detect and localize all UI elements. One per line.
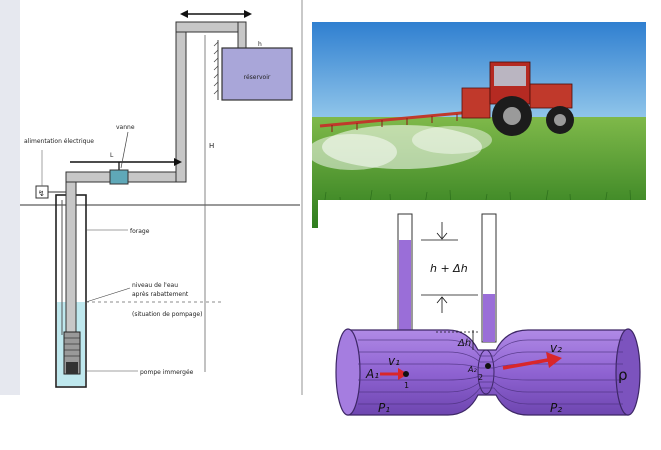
venturi-diagram-panel: 1 2 v₁ v₂ A₁ A₂ P₁ P₂ ρ h + Δh Δh (318, 200, 661, 432)
sprayer-boom (319, 110, 473, 128)
valve (109, 169, 129, 185)
cab-window (494, 66, 526, 86)
inlet-end (335, 328, 361, 416)
point-1-label: 1 (404, 381, 409, 390)
venturi-diagram: 1 2 v₁ v₂ A₁ A₂ P₁ P₂ ρ h + Δh Δh (318, 200, 661, 432)
power-symbol-icon: ↯ (38, 189, 45, 198)
flow-arrow-2 (502, 358, 549, 370)
p2-label: P₂ (550, 401, 562, 415)
vertical-pipe (175, 21, 187, 183)
pumping-state-label: (situation de pompage) (132, 311, 202, 318)
wall-hatching (213, 41, 219, 95)
piezometer-fluid-1 (399, 240, 411, 332)
length-label: L (110, 152, 114, 159)
a2-label: A₂ (467, 365, 477, 374)
reservoir-label: réservoir (244, 74, 271, 81)
left-margin-stripe (0, 0, 20, 395)
delta-h-label: Δh (457, 338, 471, 349)
point-1-marker (403, 371, 409, 377)
water-level-line2: après rabattement (132, 291, 189, 298)
tractor-sprayer-illustration (312, 22, 646, 228)
borehole-label: forage (130, 228, 150, 235)
point-2-label: 2 (478, 373, 483, 382)
small-h-label: h (258, 41, 262, 48)
outlet-end (615, 328, 641, 416)
v2-label: v₂ (550, 341, 562, 355)
v1-label: v₁ (388, 354, 400, 368)
water-level-line1: niveau de l'eau (132, 282, 178, 289)
pump-diagram-panel: réservoir h H L vanne alimentation élect… (0, 0, 305, 395)
pump-label: pompe immergée (140, 369, 194, 376)
reservoir (221, 47, 293, 101)
h-plus-delta-h-label: h + Δh (430, 262, 468, 275)
sprayer-tank (461, 87, 491, 119)
valve-label: vanne (116, 124, 135, 131)
density-label: ρ (618, 366, 628, 384)
top-pipe (175, 21, 247, 33)
point-2-marker (485, 363, 491, 369)
riser-pipe (65, 177, 77, 334)
a1-label: A₁ (365, 367, 379, 381)
tractor-photo (312, 22, 646, 228)
tractor-hood (529, 83, 573, 109)
height-label: H (209, 142, 214, 150)
throat-section (477, 349, 495, 395)
p1-label: P₁ (378, 401, 390, 415)
power-label: alimentation électrique (24, 138, 94, 145)
piezometer-fluid-2 (483, 294, 495, 342)
pump-diagram: réservoir h H L vanne alimentation élect… (20, 0, 303, 395)
